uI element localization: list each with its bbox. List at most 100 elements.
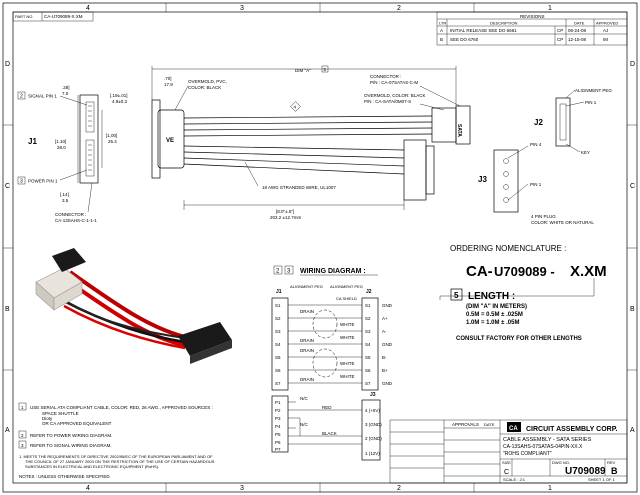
wiring-num-2: 2 xyxy=(276,269,280,275)
part-number-label: PART NO. xyxy=(15,14,33,19)
white-2: WHITE xyxy=(340,335,355,340)
ordering-title: ORDERING NOMENCLATURE : xyxy=(450,244,566,253)
j2-pin-s3: S3 xyxy=(365,329,371,334)
drain-4: DRAIN xyxy=(300,377,314,382)
j3-pin-3: 3 (GND) xyxy=(365,422,382,427)
wiring-num-3: 3 xyxy=(287,269,291,275)
note-serial-ata: USE SERIAL ATA COMPLIANT CABLE, COLOR: R… xyxy=(30,405,213,410)
j2-sig-a-plus: A+ xyxy=(382,316,388,321)
p-pin-p1: P1 xyxy=(275,400,281,405)
zone-col-2: 2 xyxy=(397,5,401,12)
p-pin-p3: P3 xyxy=(275,416,281,421)
pin1-bot-label: PIN 1 xyxy=(530,182,542,187)
tb-dwg-label: DWG NO. xyxy=(552,460,570,465)
zone-row-b: B xyxy=(5,306,10,313)
sata-overmold xyxy=(431,107,457,143)
revisions-table: REVISIONS LTR DESCRIPTION DATE APPROVED … xyxy=(436,11,628,46)
j2-pin-s6: S6 xyxy=(365,368,371,373)
dim-19: [.19±.01] xyxy=(110,93,127,98)
j2-pin-s5: S5 xyxy=(365,355,371,360)
ordering-section: ORDERING NOMENCLATURE : CA- U709089 - X.… xyxy=(439,244,607,342)
nc-1: N/C xyxy=(300,396,309,401)
dim-a-num: 5 xyxy=(324,67,327,72)
j1-pin-s5: S5 xyxy=(275,355,281,360)
overmold2-pn: P/N : CA-SATA/0M07-S xyxy=(364,99,411,104)
signal-pin-label: SIGNAL PIN 1 xyxy=(28,94,57,99)
note-source-2: Dioty xyxy=(42,416,53,421)
dim-8-mm: 203.2 ±12.7mm xyxy=(270,215,301,220)
wire-red: RED xyxy=(322,405,332,410)
sata-tag: SATA xyxy=(456,124,462,137)
dim-28: .28] xyxy=(62,85,70,90)
dim-100: [1.00] xyxy=(106,133,117,138)
zone-row-a-right: A xyxy=(630,427,635,434)
zone-col-1: 1 xyxy=(548,5,552,12)
j3-pin-1: 1 (12V) xyxy=(365,451,380,456)
notes-section: 1 USE SERIAL ATA COMPLIANT CABLE, COLOR:… xyxy=(18,402,215,479)
tb-dwg-no: U709089 xyxy=(565,466,606,477)
key-label: KEY xyxy=(581,150,590,155)
rev-a-date: 06-24-08 xyxy=(568,28,587,33)
note-rohs-2: THE COUNCIL OF 27 JANUARY 2003 ON THE RE… xyxy=(25,459,215,464)
cable-photo xyxy=(35,248,232,364)
tb-date: DATE xyxy=(484,422,495,427)
dim-70: .70] xyxy=(164,76,172,81)
note-num-2: 2 xyxy=(21,433,24,438)
p-pin-p5: P5 xyxy=(275,432,281,437)
white-3: WHITE xyxy=(340,361,355,366)
j2-sig-gnd1: GND xyxy=(382,303,393,308)
wire-black: BLACK xyxy=(322,431,337,436)
zone-col-4-bottom: 4 xyxy=(86,485,90,492)
wiring-align-peg-right: ALIGNMENT PEG xyxy=(330,284,363,289)
alignment-peg-label: ALIGNMENT PEG xyxy=(575,88,612,93)
rev-b-by: CP xyxy=(557,37,563,42)
p-pin-p7: P7 xyxy=(275,447,281,452)
rev-col-approved: APPROVED xyxy=(596,21,618,26)
p-pin-labels: P1 P2 P3 P4 P5 P6 P7 xyxy=(275,400,281,452)
power-pin-label: POWER PIN 1 xyxy=(28,179,58,184)
dim-19-mm: 4.9±0.3 xyxy=(112,99,127,104)
connector1-label: CONNECTOR : xyxy=(55,212,86,217)
length-opt-10: 1.0M = 1.0M ± .05M xyxy=(466,320,519,326)
zone-col-1-bottom: 1 xyxy=(548,485,552,492)
zone-col-2-bottom: 2 xyxy=(397,485,401,492)
power-pin-num: 3 xyxy=(20,179,23,185)
tb-desc-2: CA-13SAHS-07SATAS-04PIN-XX.X xyxy=(503,444,583,450)
nc-2: N/C xyxy=(300,422,309,427)
length-num: 5 xyxy=(454,291,459,300)
p-pin-p4: P4 xyxy=(275,424,281,429)
dim-14-mm: 3.5 xyxy=(62,198,69,203)
overmold2-label: OVERMOLD, COLOR: BLACK xyxy=(364,93,426,98)
p-pin-p6: P6 xyxy=(275,440,281,445)
tb-company: CIRCUIT ASSEMBLY CORP. xyxy=(526,426,617,433)
j1-pin-s4: S4 xyxy=(275,342,281,347)
order-part-mid: U709089 - xyxy=(494,264,555,279)
j2-connector xyxy=(555,97,571,147)
part-number-box: PART NO. CA-U709089-X.XM xyxy=(12,11,94,22)
overmold-num: 4 xyxy=(294,105,297,110)
overmold-left xyxy=(157,109,185,169)
dim-70-mm: 17.9 xyxy=(164,82,173,87)
pin1-top-label: PIN 1 xyxy=(585,100,597,105)
sata-connector xyxy=(455,105,471,145)
tb-approvals: APPROVALS xyxy=(452,422,479,427)
part-number-value: CA-U709089-X.XM xyxy=(44,14,83,19)
wiring-j3: J3 xyxy=(370,392,376,398)
j1-pin-s3: S3 xyxy=(275,329,281,334)
rev-col-desc: DESCRIPTION xyxy=(490,21,517,26)
zone-row-c-right: C xyxy=(630,183,635,190)
awg-label: 18 AWG STRANDED WIRE, UL1007 xyxy=(262,185,336,190)
rev-col-ltr: LTR xyxy=(439,21,446,26)
note-ref-power: REFER TO POWER WIRING DIAGRAM. xyxy=(30,433,112,438)
revisions-title: REVISIONS xyxy=(520,14,545,19)
j2-sig-b-plus: B+ xyxy=(382,368,388,373)
note-source-1: SPACE SHUTTLE xyxy=(42,411,79,416)
rev-b-date: 12-15-08 xyxy=(568,37,587,42)
overmold-tag: VE xyxy=(166,138,174,144)
j3-pin-labels: 4 (+5V) 3 (GND) 2 (GND) 1 (12V) xyxy=(365,408,382,456)
tb-desc-3: "ROHS COMPLIANT" xyxy=(503,451,552,457)
tb-logo: CA xyxy=(509,426,518,432)
drain-2: DRAIN xyxy=(300,338,314,343)
tb-rev: B xyxy=(611,466,618,476)
4pin-plug xyxy=(403,139,427,201)
